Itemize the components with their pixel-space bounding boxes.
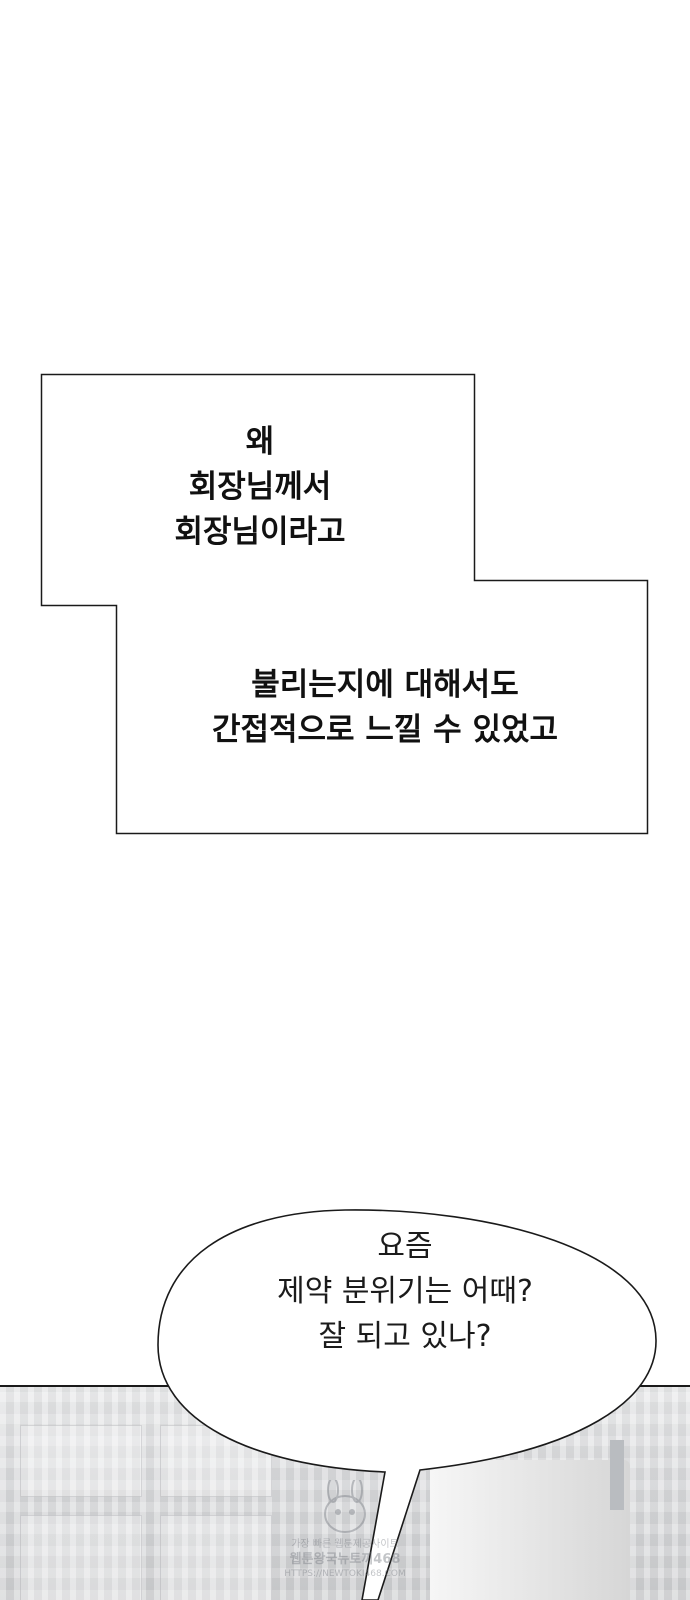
watermark-line-3: HTTPS://NEWTOKI468.COM <box>284 1569 406 1579</box>
background-pole <box>610 1440 624 1510</box>
mascot-icon <box>324 1480 366 1533</box>
watermark-line-1: 가장 빠른 웹툰제공사이트 <box>291 1539 399 1550</box>
background-window <box>20 1425 142 1497</box>
background-pillar <box>430 1460 630 1600</box>
speech-bubble <box>157 1209 657 1600</box>
background-window <box>160 1515 272 1600</box>
background-window <box>20 1515 142 1600</box>
caption-text-top: 왜 회장님께서 회장님이라고 <box>174 424 346 550</box>
caption-box <box>40 373 649 835</box>
caption-text-bottom: 불리는지에 대해서도 간접적으로 느낄 수 있었고 <box>211 667 559 748</box>
watermark-line-2: 웹툰왕국뉴토끼468 <box>289 1552 401 1567</box>
watermark: 가장 빠른 웹툰제공사이트 웹툰왕국뉴토끼468 HTTPS://NEWTOKI… <box>275 1480 415 1590</box>
speech-bubble-text: 요즘 제약 분위기는 어때? 잘 되고 있나? <box>277 1229 533 1354</box>
